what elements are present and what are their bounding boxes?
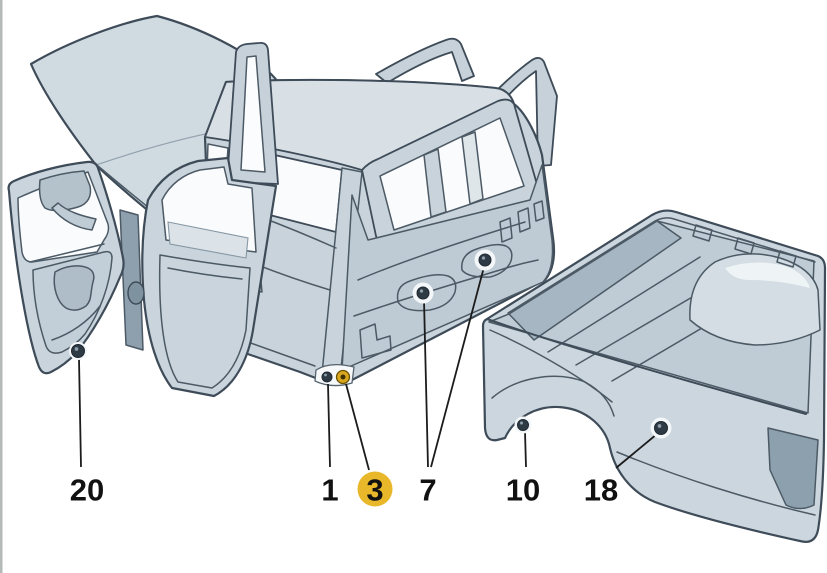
callout-leader-line <box>423 299 429 468</box>
callout-leader-line <box>327 383 331 468</box>
right-rear-door-frame <box>491 57 558 167</box>
callout-label-7[interactable]: 7 <box>419 473 436 508</box>
callout-dot-10 <box>517 419 529 431</box>
callout-dot-highlight <box>419 289 424 293</box>
callout-label-3[interactable]: 3 <box>366 473 383 508</box>
callout-label-18[interactable]: 18 <box>584 473 618 508</box>
callout-20: 20 <box>69 342 104 508</box>
callout-leader-line <box>430 266 485 468</box>
callout-dot-7 <box>478 253 492 267</box>
callout-dot-highlight <box>519 421 524 425</box>
callout-label-1[interactable]: 1 <box>321 473 338 508</box>
cab-roof <box>204 79 515 172</box>
page-left-border <box>0 0 3 573</box>
callout-10: 10 <box>506 416 540 508</box>
callout-dot-highlight <box>74 347 79 351</box>
cab-a-pillar-sliver <box>119 209 144 351</box>
door-pocket <box>53 265 95 311</box>
callout-dot-20 <box>71 344 85 358</box>
callout-3: 3 <box>335 369 393 508</box>
callout-dot-highlight <box>657 424 662 428</box>
cab-rear-window-opening <box>379 117 525 231</box>
door-hinge <box>127 281 145 305</box>
callout-18: 18 <box>584 417 672 508</box>
callout-dot-1 <box>321 371 333 383</box>
callout-dot-highlight <box>481 256 486 260</box>
callout-leader-line <box>615 433 658 469</box>
callout-dot-18 <box>654 421 668 435</box>
rear-door <box>141 41 279 398</box>
callout-leader-line <box>524 431 527 468</box>
callout-label-20[interactable]: 20 <box>70 473 104 508</box>
right-front-door-frame <box>375 37 475 84</box>
callout-leader-line <box>345 383 370 471</box>
callout-7: 7 <box>412 249 496 508</box>
callout-leader-line <box>78 358 82 468</box>
mirror-mount <box>38 170 92 212</box>
tail-light-panel <box>767 427 819 510</box>
cargo-bed <box>481 209 827 543</box>
callout-dot-highlight <box>324 373 327 377</box>
cab-rear-panel <box>341 164 554 371</box>
callout-highlight-circle-3[interactable] <box>357 471 393 507</box>
front-door <box>7 160 125 375</box>
callout-1: 1 <box>321 371 339 508</box>
callout-label-10[interactable]: 10 <box>506 473 540 508</box>
callout-dot-7 <box>416 286 430 300</box>
callout-dot-center <box>340 374 346 380</box>
